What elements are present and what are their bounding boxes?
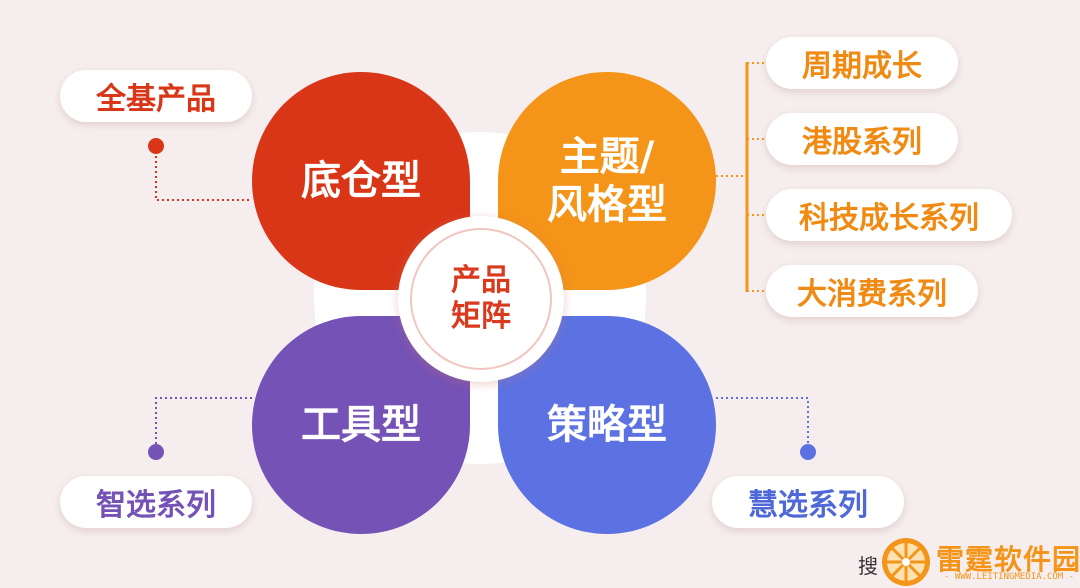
center-circle: 产品 矩阵	[398, 216, 564, 382]
pill-orange-4-label: 大消费系列	[797, 277, 947, 312]
pill-orange-1-label: 周期成长	[802, 49, 922, 84]
pill-zhixuan-label: 智选系列	[96, 488, 216, 523]
connector-quanji	[155, 146, 252, 201]
pill-orange-3: 科技成长系列	[766, 189, 1012, 241]
petal-theme-line1: 主题/	[559, 134, 655, 180]
center-line1: 产品	[451, 263, 511, 298]
pill-orange-3-label: 科技成长系列	[799, 201, 979, 236]
dot-zhixuan	[148, 444, 164, 460]
petal-base-type: 底仓型	[252, 72, 470, 290]
center-inner-circle: 产品 矩阵	[410, 228, 552, 370]
pill-orange-4: 大消费系列	[766, 265, 978, 317]
watermark-name: 雷霆软件园	[936, 543, 1080, 576]
pill-zhixuan: 智选系列	[60, 476, 252, 528]
pill-huixuan: 慧选系列	[712, 476, 904, 528]
pill-orange-1: 周期成长	[766, 37, 958, 89]
dot-huixuan	[800, 444, 816, 460]
pill-quanji: 全基产品	[60, 70, 252, 122]
orange-logo-icon	[882, 538, 930, 586]
pill-orange-2: 港股系列	[766, 113, 958, 165]
pill-orange-2-label: 港股系列	[802, 125, 922, 160]
petal-base-type-label: 底仓型	[301, 158, 421, 204]
pill-huixuan-label: 慧选系列	[748, 488, 868, 523]
connector-huixuan	[716, 397, 809, 452]
center-line2: 矩阵	[451, 299, 511, 334]
connector-zhixuan	[155, 397, 252, 452]
petal-tool-type-label: 工具型	[301, 402, 421, 448]
petal-theme-line2: 风格型	[547, 182, 667, 228]
watermark-url: - WWW.LEITINGMEDIA.COM -	[944, 572, 1075, 582]
watermark-search-glyph: 搜	[858, 554, 878, 578]
dot-quanji	[148, 138, 164, 154]
petal-strategy-type-label: 策略型	[547, 402, 667, 448]
pill-quanji-label: 全基产品	[96, 82, 216, 117]
